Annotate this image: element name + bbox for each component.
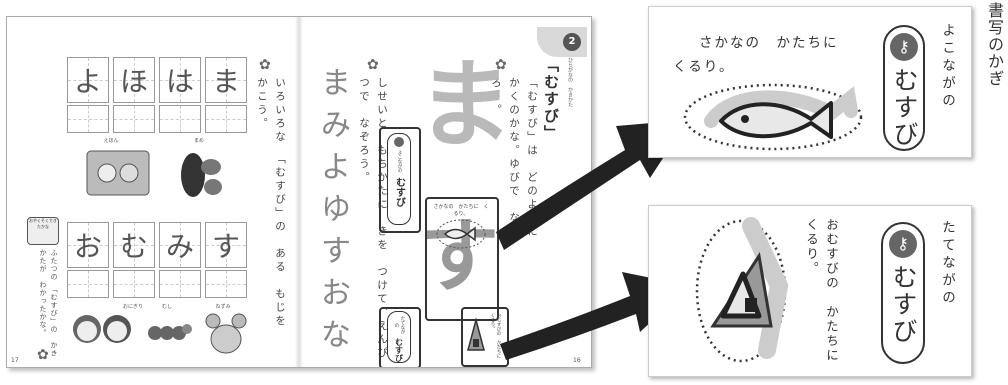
- zoom-panel-bottom: おむすびの かたちに くるり。 ⚷ むすび たてながの: [648, 205, 972, 378]
- mini-fish-diagram: [436, 219, 486, 249]
- grid-cell[interactable]: は: [159, 57, 201, 103]
- side-title: 書写のかぎ: [985, 2, 1004, 87]
- trace-char[interactable]: な: [321, 318, 351, 353]
- trace-char[interactable]: す: [321, 234, 351, 269]
- key-label: たてながの: [939, 220, 955, 308]
- bug-illustration: [148, 324, 192, 340]
- zoom-panel-top: さかなの かたちに くるり。 ⚷ むすび よこながの: [648, 6, 972, 158]
- flower-icon: ✿: [37, 347, 49, 363]
- key-icon: ⚷: [889, 230, 917, 258]
- beans-illustration: [181, 153, 222, 197]
- practice-grid-bottom-blank: [67, 268, 247, 298]
- arrow-to-bottom-panel: [500, 272, 690, 360]
- illus-label: ねずみ: [215, 304, 231, 310]
- sticker-badge: おやくそくできたかな: [27, 217, 59, 245]
- illus-label: えほん: [103, 138, 119, 144]
- mini-key-highlight-bottom: [379, 307, 421, 367]
- mini-key-bottom: たてながの むすび: [387, 311, 411, 363]
- key-text: むすび: [890, 67, 919, 148]
- mini-caption-highlight-bottom: [461, 307, 509, 367]
- grid-cell[interactable]: み: [159, 222, 201, 268]
- instruction-write: いろいろな 「むすび」の ある もじを かこう。: [256, 77, 286, 342]
- trace-char[interactable]: ま: [321, 66, 351, 101]
- practice-grid-top-blank: [67, 103, 247, 133]
- mini-onigiri-diagram: [467, 317, 485, 351]
- mini-caption-bottom: おむすびの かたちに くるり。: [490, 313, 501, 363]
- practice-grid-top: よ ほ は ま: [67, 57, 247, 103]
- flower-icon: ✿: [259, 57, 271, 73]
- mini-key-label: よこながの: [397, 149, 402, 173]
- grid-cell[interactable]: お: [67, 222, 109, 268]
- page-number-left: 17: [11, 357, 19, 364]
- grid-cell[interactable]: ま: [205, 57, 247, 103]
- grid-cell[interactable]: む: [113, 222, 155, 268]
- key-badge-bottom: ⚷ むすび: [881, 222, 925, 364]
- key-text: むすび: [889, 264, 918, 345]
- flower-icon: ✿: [367, 57, 379, 73]
- onigiri-loop-diagram: [695, 217, 789, 363]
- trace-column: ま み よ ゆ す お な: [319, 67, 353, 363]
- mouse-illustration: [205, 313, 247, 354]
- key-label: よこながの: [939, 23, 955, 111]
- guide-char-top: ま: [417, 49, 513, 161]
- illus-label: おにぎり: [122, 304, 143, 310]
- book-spine: [295, 17, 303, 367]
- caption-vertical: おむすびの かたちに くるり。: [804, 218, 839, 378]
- mini-key-text: むすび: [394, 338, 404, 362]
- kids-illustration: [73, 315, 131, 343]
- arrow-to-top-panel: [496, 120, 688, 250]
- grid-cell[interactable]: よ: [67, 57, 109, 103]
- illus-label: むし: [161, 304, 172, 310]
- key-icon: ⚷: [890, 33, 918, 61]
- key-badge-top: ⚷ むすび: [883, 25, 925, 151]
- caption-line-2: くるり。: [673, 59, 735, 75]
- practice-grid-bottom: お む み す: [67, 222, 247, 268]
- instruction-finger: 「むすび」は どのように かくのかな。ゆびで なぞろう。: [490, 77, 538, 253]
- trace-char[interactable]: お: [321, 276, 351, 311]
- key-icon: [394, 137, 404, 147]
- lesson-number: 2: [563, 33, 581, 51]
- illus-label: まめ: [193, 138, 204, 144]
- grid-cell[interactable]: ほ: [113, 57, 155, 103]
- mini-key-top: よこながの むすび: [387, 133, 411, 225]
- grid-cell[interactable]: す: [205, 222, 247, 268]
- mini-caption-top: さかなの かたちに くるり。: [433, 204, 489, 217]
- trace-char[interactable]: ゆ: [321, 192, 351, 227]
- lesson-subtitle: ひらがなの かきかた: [567, 57, 573, 107]
- textbook-spread: 2 ひらがなの かきかた 「むすび」 ✿ 「むすび」は どのように かくのかな。…: [6, 16, 592, 368]
- trace-char[interactable]: よ: [321, 150, 351, 185]
- caption-line-1: さかなの かたちに: [699, 35, 839, 51]
- lesson-title: 「むすび」: [542, 57, 560, 142]
- side-question: ふたつの 「むすび」の かきかたが わかったかな。: [39, 249, 58, 358]
- fish-loop-diagram: [683, 83, 863, 151]
- mini-key-text: むすび: [393, 177, 405, 207]
- trace-char[interactable]: み: [321, 108, 351, 143]
- page-number-right: 16: [573, 357, 581, 364]
- mini-key-highlight-top: [379, 127, 421, 233]
- flower-icon: ✿: [495, 57, 507, 73]
- mini-key-label: たてながの: [394, 316, 405, 334]
- picture-book-illustration: [86, 150, 150, 196]
